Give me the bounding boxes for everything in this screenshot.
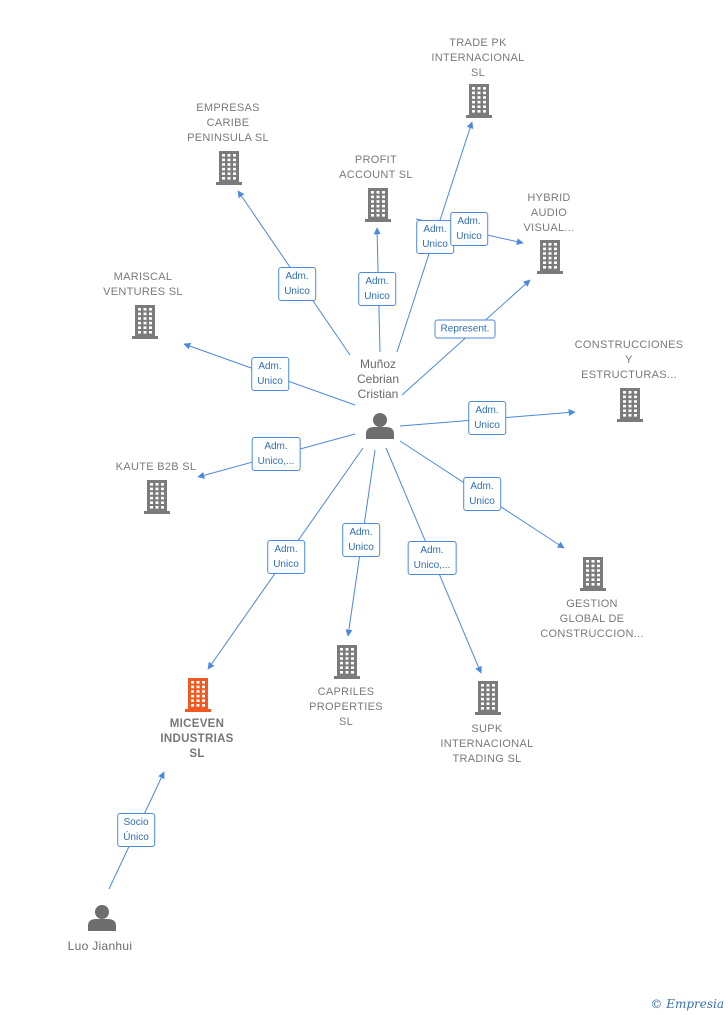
trade-building-icon[interactable] [466, 84, 492, 118]
construc-building-icon[interactable] [617, 388, 643, 422]
miceven-building-icon[interactable] [185, 678, 211, 712]
node-label-supk[interactable]: SUPK INTERNACIONAL TRADING SL [440, 723, 534, 765]
edge-label-munoz-capriles[interactable]: Adm. Unico [342, 523, 380, 557]
edge-label-munoz-hybrid[interactable]: Adm. Unico [450, 212, 488, 246]
capriles-building-icon[interactable] [334, 645, 360, 679]
brand-logo: Empresia [666, 997, 724, 1011]
node-label-hybrid[interactable]: HYBRID AUDIO VISUAL... [523, 192, 575, 234]
node-label-kaute[interactable]: KAUTE B2B SL [115, 461, 197, 473]
gestion-building-icon[interactable] [580, 557, 606, 591]
edge-label-munoz-supk[interactable]: Adm. Unico,... [407, 541, 457, 575]
edge-label-munoz-profit[interactable]: Adm. Unico [358, 272, 396, 306]
edge-label-munoz-kaute[interactable]: Adm. Unico,... [251, 437, 301, 471]
kaute-building-icon[interactable] [144, 480, 170, 514]
edge-label-munoz-construc[interactable]: Adm. Unico [468, 401, 506, 435]
node-label-munoz[interactable]: Muñoz Cebrian Cristian [356, 357, 400, 401]
edge-label-munoz-mariscal[interactable]: Adm. Unico [251, 357, 289, 391]
node-label-mariscal[interactable]: MARISCAL VENTURES SL [103, 271, 183, 298]
edge-label-munoz-empresas[interactable]: Adm. Unico [278, 267, 316, 301]
edge-label-munoz-miceven[interactable]: Adm. Unico [267, 540, 305, 574]
edge-label-munoz-gestion[interactable]: Adm. Unico [463, 477, 501, 511]
node-label-gestion[interactable]: GESTION GLOBAL DE CONSTRUCCION... [540, 598, 644, 640]
hybrid-building-icon[interactable] [537, 240, 563, 274]
munoz-person-icon[interactable] [366, 413, 394, 439]
node-label-profit[interactable]: PROFIT ACCOUNT SL [339, 154, 413, 181]
edge-label-munoz-trade[interactable]: Adm. Unico [416, 220, 454, 254]
node-label-capriles[interactable]: CAPRILES PROPERTIES SL [309, 686, 383, 728]
node-label-construc[interactable]: CONSTRUCCIONES Y ESTRUCTURAS... [574, 339, 684, 381]
node-label-luo[interactable]: Luo Jianhui [67, 939, 133, 953]
node-label-miceven[interactable]: MICEVEN INDUSTRIAS SL [160, 718, 234, 760]
node-label-trade[interactable]: TRADE PK INTERNACIONAL SL [431, 37, 525, 79]
profit-building-icon[interactable] [365, 188, 391, 222]
copyright-symbol: © [650, 997, 663, 1011]
node-label-empresas[interactable]: EMPRESAS CARIBE PENINSULA SL [187, 102, 269, 144]
empresas-building-icon[interactable] [216, 151, 242, 185]
mariscal-building-icon[interactable] [132, 305, 158, 339]
edge-label-munoz-hybrid[interactable]: Represent. [434, 319, 496, 339]
watermark: © Empresia [650, 997, 724, 1011]
edge-label-luo-miceven[interactable]: Socio Único [117, 813, 155, 847]
supk-building-icon[interactable] [475, 681, 501, 715]
luo-person-icon[interactable] [88, 905, 116, 931]
